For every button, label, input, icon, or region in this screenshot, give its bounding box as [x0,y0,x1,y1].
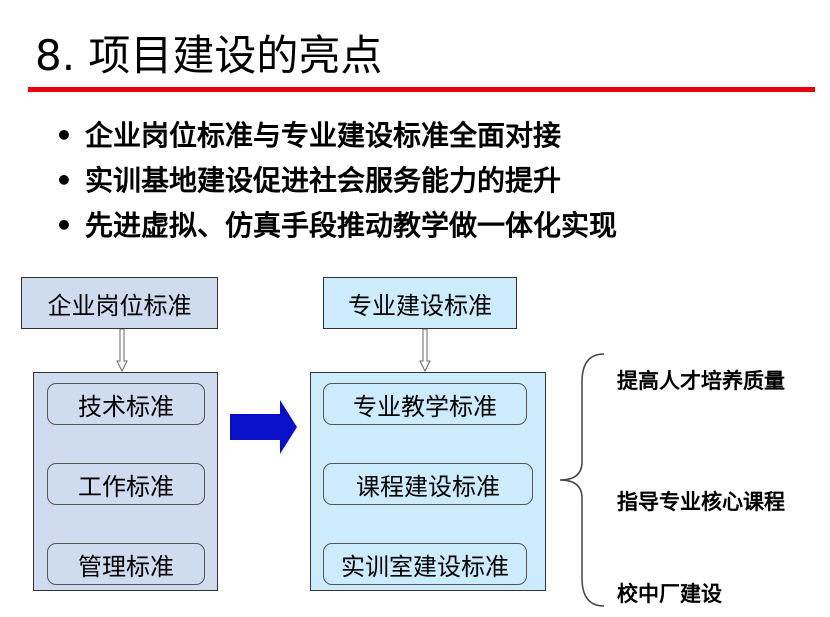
brace-icon [559,353,605,607]
outcome-text: 校中厂建设 [617,582,722,606]
right-arrow-icon [230,400,297,454]
slide-title: 8. 项目建设的亮点 [35,31,383,80]
bullet-item: •实训基地建设促进社会服务能力的提升 [55,164,562,197]
major-standards-group [310,372,546,591]
bullet-text: 企业岗位标准与专业建设标准全面对接 [85,119,562,152]
major-standard-box: 专业建设标准 [323,277,517,329]
bullet-item: •先进虚拟、仿真手段推动教学做一体化实现 [55,209,618,242]
bullet-text: 实训基地建设促进社会服务能力的提升 [85,164,562,197]
standard-item: 课程建设标准 [323,463,533,505]
standard-item: 实训室建设标准 [323,543,527,585]
bullet-item: •企业岗位标准与专业建设标准全面对接 [55,119,562,152]
down-arrow-icon [419,329,431,373]
outcome-text: 指导专业核心课程 [617,490,785,514]
standard-item: 专业教学标准 [323,383,527,425]
title-divider [28,87,815,92]
enterprise-standard-box: 企业岗位标准 [21,277,218,329]
bullet-text: 先进虚拟、仿真手段推动教学做一体化实现 [85,209,618,242]
outcome-text: 提高人才培养质量 [617,369,785,393]
down-arrow-icon [116,329,128,373]
standard-item: 管理标准 [47,543,205,585]
standard-item: 工作标准 [47,463,205,505]
standard-item: 技术标准 [47,383,205,425]
enterprise-standards-group [33,372,218,591]
